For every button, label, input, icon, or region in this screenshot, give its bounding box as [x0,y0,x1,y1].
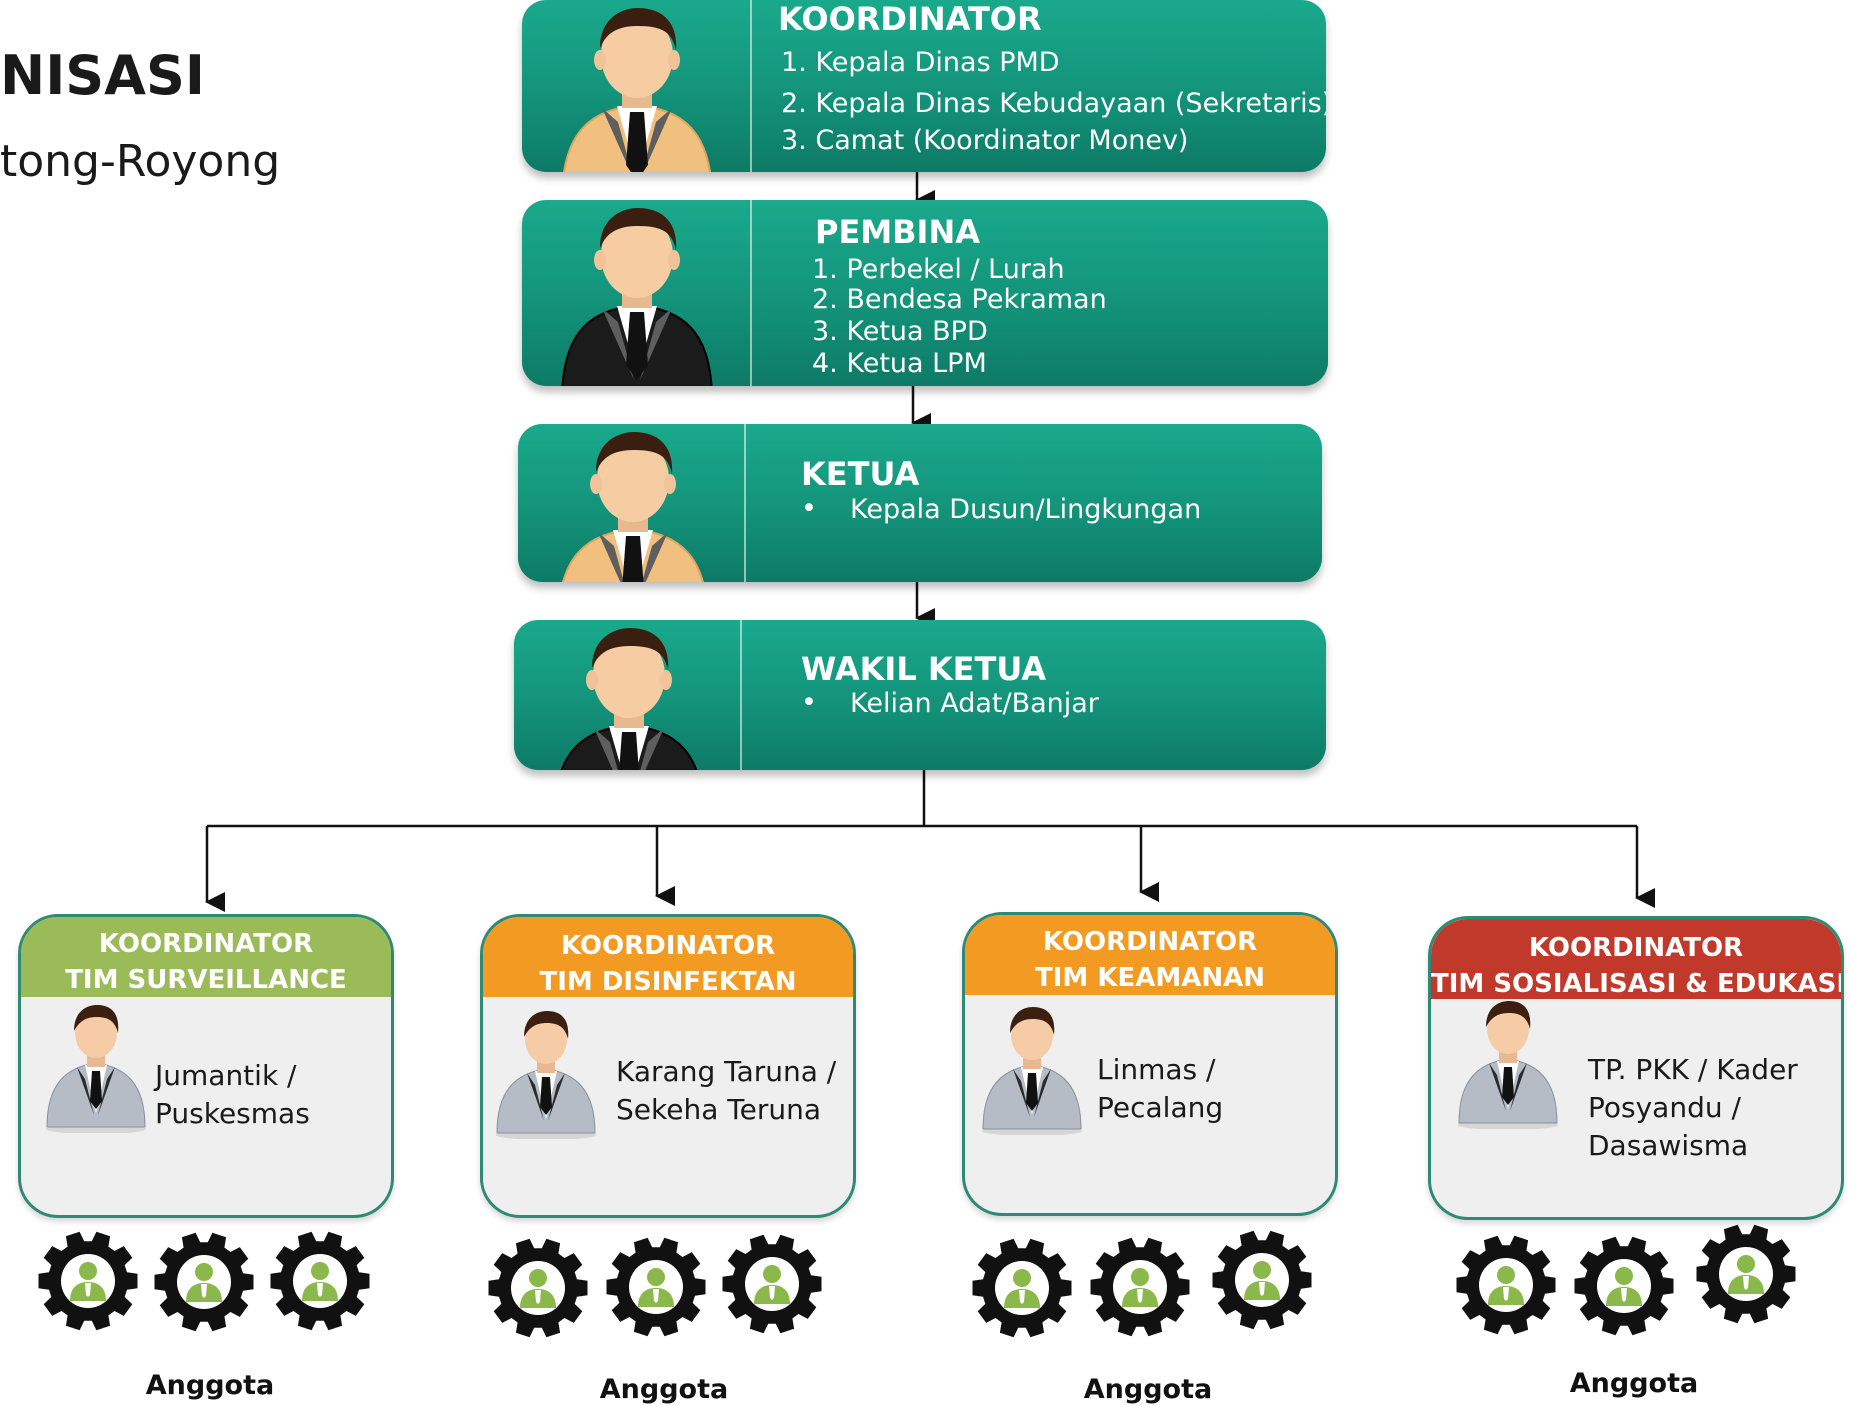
tier-pembina: PEMBINA 1. Perbekel / Lurah 2. Bendesa P… [522,200,1328,386]
tier-ketua: KETUA • Kepala Dusun/Lingkungan [518,424,1322,582]
gear-person-icon [722,1234,822,1334]
team-header [21,917,391,997]
tier-item: Kelian Adat/Banjar [850,688,1099,719]
tier-item: 1. Kepala Dinas PMD [781,47,1060,78]
team-header-line1: KOORDINATOR [98,929,314,959]
team-header [965,915,1335,995]
team-header-line2: TIM SOSIALISASI & EDUKASI [1431,969,1844,999]
team-header-line2: TIM KEAMANAN [1034,963,1265,993]
members-label: Anggota [1083,1374,1213,1405]
team-box-sosialisasi-edukasi: KOORDINATOR TIM SOSIALISASI & EDUKASI TP… [1428,916,1844,1220]
gear-person-icon [154,1232,254,1332]
members-label: Anggota [145,1370,275,1401]
team-box-surveillance: KOORDINATOR TIM SURVEILLANCE Jumantik /P… [18,914,394,1218]
members-label: Anggota [599,1374,729,1405]
team-description: Jumantik /Puskesmas [155,1059,310,1130]
team-header-line1: KOORDINATOR [1528,933,1744,963]
gear-person-icon [972,1238,1072,1338]
tier-item: 3. Camat (Koordinator Monev) [781,125,1189,156]
gear-person-icon [606,1237,706,1337]
tier-heading: WAKIL KETUA [801,650,1047,688]
team-description: Karang Taruna /Sekeha Teruna [616,1055,837,1126]
businessman-icon [560,628,698,770]
gear-person-icon [270,1231,370,1331]
bullet: • [801,687,817,718]
person-icon [1458,1001,1558,1129]
gear-person-icon [1212,1230,1312,1330]
team-header-line2: TIM SURVEILLANCE [65,965,347,995]
gear-person-icon [38,1231,138,1331]
businessman-icon [561,208,713,386]
members-label: Anggota [1569,1368,1699,1399]
team-header-line1: KOORDINATOR [560,931,776,961]
tier-heading: KOORDINATOR [778,0,1042,38]
tier-item: Kepala Dusun/Lingkungan [850,494,1202,525]
team-header [1431,919,1841,999]
businessman-icon [561,432,705,582]
tier-item: 3. Ketua BPD [812,316,988,347]
page-subtitle: tong-Royong [0,136,281,187]
page-title: NISASI [0,44,205,107]
gear-person-icon [1574,1236,1674,1336]
businessman-icon [562,8,712,172]
team-header [483,917,853,997]
gear-person-icon [1456,1235,1556,1335]
gear-person-icon [488,1238,588,1338]
person-icon [982,1007,1082,1135]
tier-heading: KETUA [801,455,920,493]
bullet: • [801,493,817,524]
tier-wakil-ketua: WAKIL KETUA • Kelian Adat/Banjar [514,620,1326,770]
team-header-line1: KOORDINATOR [1042,927,1258,957]
person-icon [496,1011,596,1139]
tier-item: 2. Kepala Dinas Kebudayaan (Sekretaris) [781,88,1326,119]
team-description: Linmas /Pecalang [1097,1053,1224,1124]
tier-koordinator: KOORDINATOR 1. Kepala Dinas PMD 2. Kepal… [522,0,1326,172]
tier-heading: PEMBINA [815,213,980,251]
gear-person-icon [1696,1224,1796,1324]
team-header-line2: TIM DISINFEKTAN [539,967,797,997]
team-box-disinfektan: KOORDINATOR TIM DISINFEKTAN Karang Tarun… [480,914,856,1218]
tier-item: 4. Ketua LPM [812,348,987,379]
person-icon [46,1005,146,1133]
tier-item: 1. Perbekel / Lurah [812,254,1065,285]
gear-person-icon [1090,1237,1190,1337]
tier-item: 2. Bendesa Pekraman [812,284,1107,315]
team-box-keamanan: KOORDINATOR TIM KEAMANAN Linmas /Pecalan… [962,912,1338,1216]
